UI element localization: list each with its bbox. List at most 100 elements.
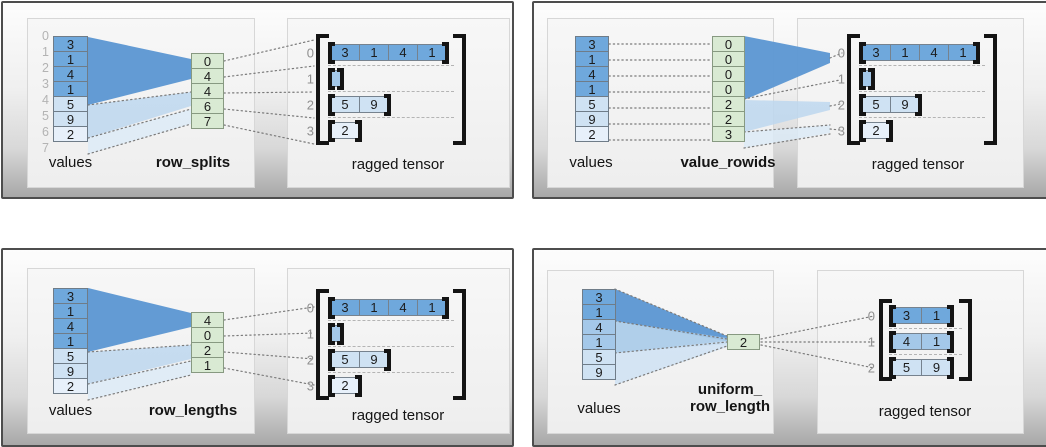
connector-graphics — [87, 37, 315, 155]
open-bracket-icon — [859, 67, 866, 90]
open-bracket-icon — [328, 93, 335, 116]
row-label: 2 — [306, 97, 314, 112]
value-rowid-cell: 2 — [712, 96, 745, 112]
values-label: values — [569, 154, 613, 171]
value-cell: 2 — [575, 126, 609, 142]
value-cell: 1 — [575, 51, 609, 67]
open-bracket-icon — [889, 304, 896, 327]
close-bracket-icon — [384, 348, 391, 371]
close-bracket-icon — [442, 41, 449, 64]
close-bracket-icon — [947, 304, 954, 327]
close-bracket-icon — [947, 356, 954, 379]
value-rowid-cell: 0 — [712, 66, 745, 82]
row-label: 1 — [867, 334, 875, 349]
value-cell: 1 — [53, 51, 88, 67]
connector-graphics — [608, 36, 843, 149]
values-label: values — [48, 154, 93, 171]
close-bracket-icon — [337, 322, 344, 345]
close-bracket-icon — [337, 67, 344, 90]
value-rowid-cell: 2 — [712, 111, 745, 127]
tensor-cell: 1 — [359, 44, 389, 61]
value-cell: 5 — [582, 349, 616, 365]
value-cell: 9 — [53, 363, 88, 379]
value-index-label: 4 — [42, 93, 49, 107]
close-bracket-icon — [355, 119, 362, 142]
connector-graphics — [614, 288, 875, 386]
value-cell: 1 — [53, 81, 88, 97]
value-cell: 2 — [53, 378, 88, 394]
row-label: 2 — [306, 352, 314, 367]
row-length-cell: 2 — [191, 342, 224, 358]
row-label: 2 — [867, 360, 875, 375]
outer-close-bracket-icon — [453, 34, 466, 145]
value-cell: 1 — [53, 333, 88, 349]
row-label: 1 — [306, 71, 314, 86]
value-cell: 5 — [53, 96, 88, 112]
tensor-row: 3 2 — [838, 118, 985, 143]
outer-open-bracket-icon — [316, 289, 329, 400]
label-line-1: uniform_ — [697, 381, 763, 398]
row-label: 1 — [837, 71, 845, 86]
connector-graphics — [87, 288, 315, 401]
value-cell: 9 — [582, 364, 616, 380]
open-bracket-icon — [328, 374, 335, 397]
value-cell: 5 — [53, 348, 88, 364]
outer-open-bracket-icon — [316, 34, 329, 145]
value-cell: 3 — [53, 288, 88, 304]
row-label: 0 — [306, 45, 314, 60]
value-rowid-cell: 0 — [712, 81, 745, 97]
value-rowids-label: value_rowids — [680, 154, 776, 171]
value-cell: 9 — [53, 111, 88, 127]
tensor-cell: 1 — [948, 44, 978, 61]
open-bracket-icon — [859, 93, 866, 116]
row-label: 3 — [306, 123, 314, 138]
value-cell: 1 — [582, 334, 616, 350]
value-cell: 3 — [575, 36, 609, 52]
value-rowid-cell: 0 — [712, 51, 745, 67]
row-length-cell: 4 — [191, 312, 224, 328]
open-bracket-icon — [328, 67, 335, 90]
row-splits-cell: 0 — [191, 53, 224, 69]
tensor-cell: 4 — [388, 44, 418, 61]
open-bracket-icon — [328, 348, 335, 371]
row-label: 1 — [306, 326, 314, 341]
value-index-label: 6 — [42, 125, 49, 139]
value-cell: 1 — [53, 303, 88, 319]
value-index-label: 5 — [42, 109, 49, 123]
open-bracket-icon — [889, 356, 896, 379]
close-bracket-icon — [868, 67, 875, 90]
value-cell: 4 — [53, 66, 88, 82]
open-bracket-icon — [328, 296, 335, 319]
tensor-row-empty: 1 — [307, 321, 454, 347]
close-bracket-icon — [384, 93, 391, 116]
row-lengths-label: row_lengths — [148, 402, 238, 419]
outer-close-bracket-icon — [959, 299, 972, 381]
value-index-label: 1 — [42, 45, 49, 59]
tensor-row: 3 2 — [307, 373, 454, 398]
open-bracket-icon — [328, 322, 335, 345]
value-index-label: 7 — [42, 141, 49, 155]
value-cell: 4 — [582, 319, 616, 335]
values-label: values — [577, 400, 621, 417]
row-length-cell: 0 — [191, 327, 224, 343]
open-bracket-icon — [328, 41, 335, 64]
close-bracket-icon — [915, 93, 922, 116]
value-cell: 3 — [582, 289, 616, 305]
row-splits-cell: 6 — [191, 98, 224, 114]
value-cell: 4 — [575, 66, 609, 82]
